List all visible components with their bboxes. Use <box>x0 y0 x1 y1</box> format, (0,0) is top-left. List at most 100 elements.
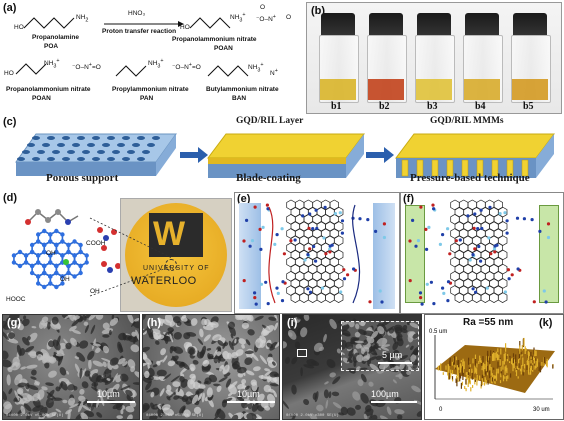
panel-b: (b) b1 b2 b3 b4 b5 <box>306 2 562 114</box>
sem-texture-h <box>143 315 279 419</box>
inset-i: 5 µm <box>341 321 419 371</box>
vial-cap <box>513 13 547 35</box>
reaction-label: Proton transfer reaction <box>102 28 177 35</box>
vial-cap <box>465 13 499 35</box>
hooc-label: HOOC <box>6 296 26 303</box>
inset-origin <box>297 349 307 357</box>
vial-liquid <box>320 79 356 100</box>
footer-i: 04000 2.0kV x300 SE(U) <box>286 414 339 418</box>
panel-g-label: (g) <box>7 317 22 329</box>
pan-name: Propylammonium nitrate <box>112 86 189 93</box>
ra-value: Ra =55 nm <box>463 317 514 328</box>
w-mark: W <box>153 215 186 253</box>
panel-e: (e) <box>234 192 400 314</box>
step2-label: Blade-coating <box>236 172 301 184</box>
inset-texture <box>342 322 418 370</box>
scalebar-i <box>371 401 417 403</box>
support-right-f <box>539 205 559 303</box>
panel-i: (i) 5 µm 100µm 04000 2.0kV x300 SE(U) <box>282 314 422 420</box>
layer-label: GQD/RIL Layer <box>236 116 304 126</box>
mmm-label: GQD/RIL MMMs <box>430 116 504 126</box>
scalebar-g <box>87 401 135 403</box>
mechanism-e <box>242 199 386 306</box>
panel-h: (h) 10µm 04000 2.0kV x5.00k SE(U) <box>142 314 280 420</box>
vial: b4 <box>463 13 503 112</box>
vial-cap <box>417 13 451 35</box>
vial: b1 <box>319 13 359 112</box>
oh-label-1: OH <box>46 250 56 257</box>
vial-label: b3 <box>427 101 438 112</box>
footer-h: 04000 2.0kV x5.00k SE(U) <box>146 414 204 418</box>
panel-h-label: (h) <box>147 317 162 329</box>
scale-g: 10µm <box>97 389 120 399</box>
vial: b3 <box>415 13 455 112</box>
origin-label: 0 <box>439 407 443 413</box>
afm-surface <box>434 335 555 400</box>
reagent-label: HNO₃ <box>128 10 146 17</box>
arrow-2 <box>366 147 394 163</box>
poan2-name: Propanolammonium nitrate <box>6 86 91 93</box>
panel-k: Ra =55 nm (k) 0.5 um 0 30 um <box>424 314 564 420</box>
ban-name: Butylammonium nitrate <box>206 86 279 93</box>
poa-abbr: POA <box>44 43 59 50</box>
vial: b2 <box>367 13 407 112</box>
step1-label: Porous support <box>46 172 119 184</box>
vial-label: b4 <box>475 101 486 112</box>
support-left <box>239 203 261 309</box>
scale-h: 10µm <box>237 389 260 399</box>
pan-abbr: PAN <box>140 95 154 102</box>
oh-label-3: OH <box>90 288 100 295</box>
membrane-photo: W UNIVERSITY OF WATERLOO <box>120 198 232 312</box>
vial: b5 <box>511 13 551 112</box>
poan-name: Propanolammonium nitrate <box>172 36 257 43</box>
panel-d: (d) COOH HOOC OH OH OH W UNIVERSITY OF W… <box>0 192 232 312</box>
vial-liquid <box>464 79 500 100</box>
panel-k-label: (k) <box>539 317 553 329</box>
scalebar-inset <box>378 362 412 364</box>
logo-line2: WATERLOO <box>131 275 197 287</box>
coated-support <box>207 133 365 178</box>
porous-support <box>15 133 177 176</box>
arrow-1 <box>180 147 208 163</box>
poan-abbr: POAN <box>214 45 233 52</box>
ban-abbr: BAN <box>232 95 247 102</box>
cooh-label: COOH <box>86 240 106 247</box>
panel-c: (c) Porous support Blade-coating Pressur… <box>0 114 564 190</box>
support-left-f <box>405 205 425 303</box>
panel-a-label: (a) <box>3 2 17 14</box>
panel-f-label: (f) <box>403 193 414 205</box>
vial-label: b2 <box>379 101 390 112</box>
poan2-abbr: POAN <box>32 95 51 102</box>
step3-label: Pressure-based technique <box>410 172 530 184</box>
panel-a: (a) HO NH2 Propanolamine POA HNO₃ Proton… <box>3 2 292 102</box>
oh-label-2: OH <box>60 276 70 283</box>
sem-texture-g <box>3 315 139 419</box>
scalebar-h <box>227 401 275 403</box>
x-axis-label: 30 um <box>533 407 550 413</box>
waterloo-shield <box>149 213 203 257</box>
scale-inset: 5 µm <box>382 350 403 360</box>
scale-i: 100µm <box>371 389 399 399</box>
poan-structure <box>189 17 231 29</box>
footer-g: 04000 2.0kV x5.00k SE(U) <box>6 414 64 418</box>
panel-g: (g) 10µm 04000 2.0kV x5.00k SE(U) <box>2 314 140 420</box>
pan-structure <box>115 65 147 77</box>
reaction-arrow <box>104 21 184 27</box>
fabrication-diagram <box>15 133 555 178</box>
vial-liquid <box>416 79 452 100</box>
vial-cap <box>369 13 403 35</box>
mechanism-f <box>408 199 551 306</box>
support-right <box>373 203 395 309</box>
panel-i-label: (i) <box>287 317 298 329</box>
gqd-molecule <box>11 209 121 290</box>
poa-name: Propanolamine <box>32 34 79 41</box>
vial-label: b5 <box>523 101 534 112</box>
poan2-structure <box>15 63 47 75</box>
vial-cap <box>321 13 355 35</box>
vial-liquid <box>368 79 404 100</box>
panel-d-label: (d) <box>3 192 18 204</box>
vial-label: b1 <box>331 101 342 112</box>
z-axis-label: 0.5 um <box>429 329 448 335</box>
poa-structure <box>23 17 75 29</box>
panel-e-label: (e) <box>237 193 251 205</box>
